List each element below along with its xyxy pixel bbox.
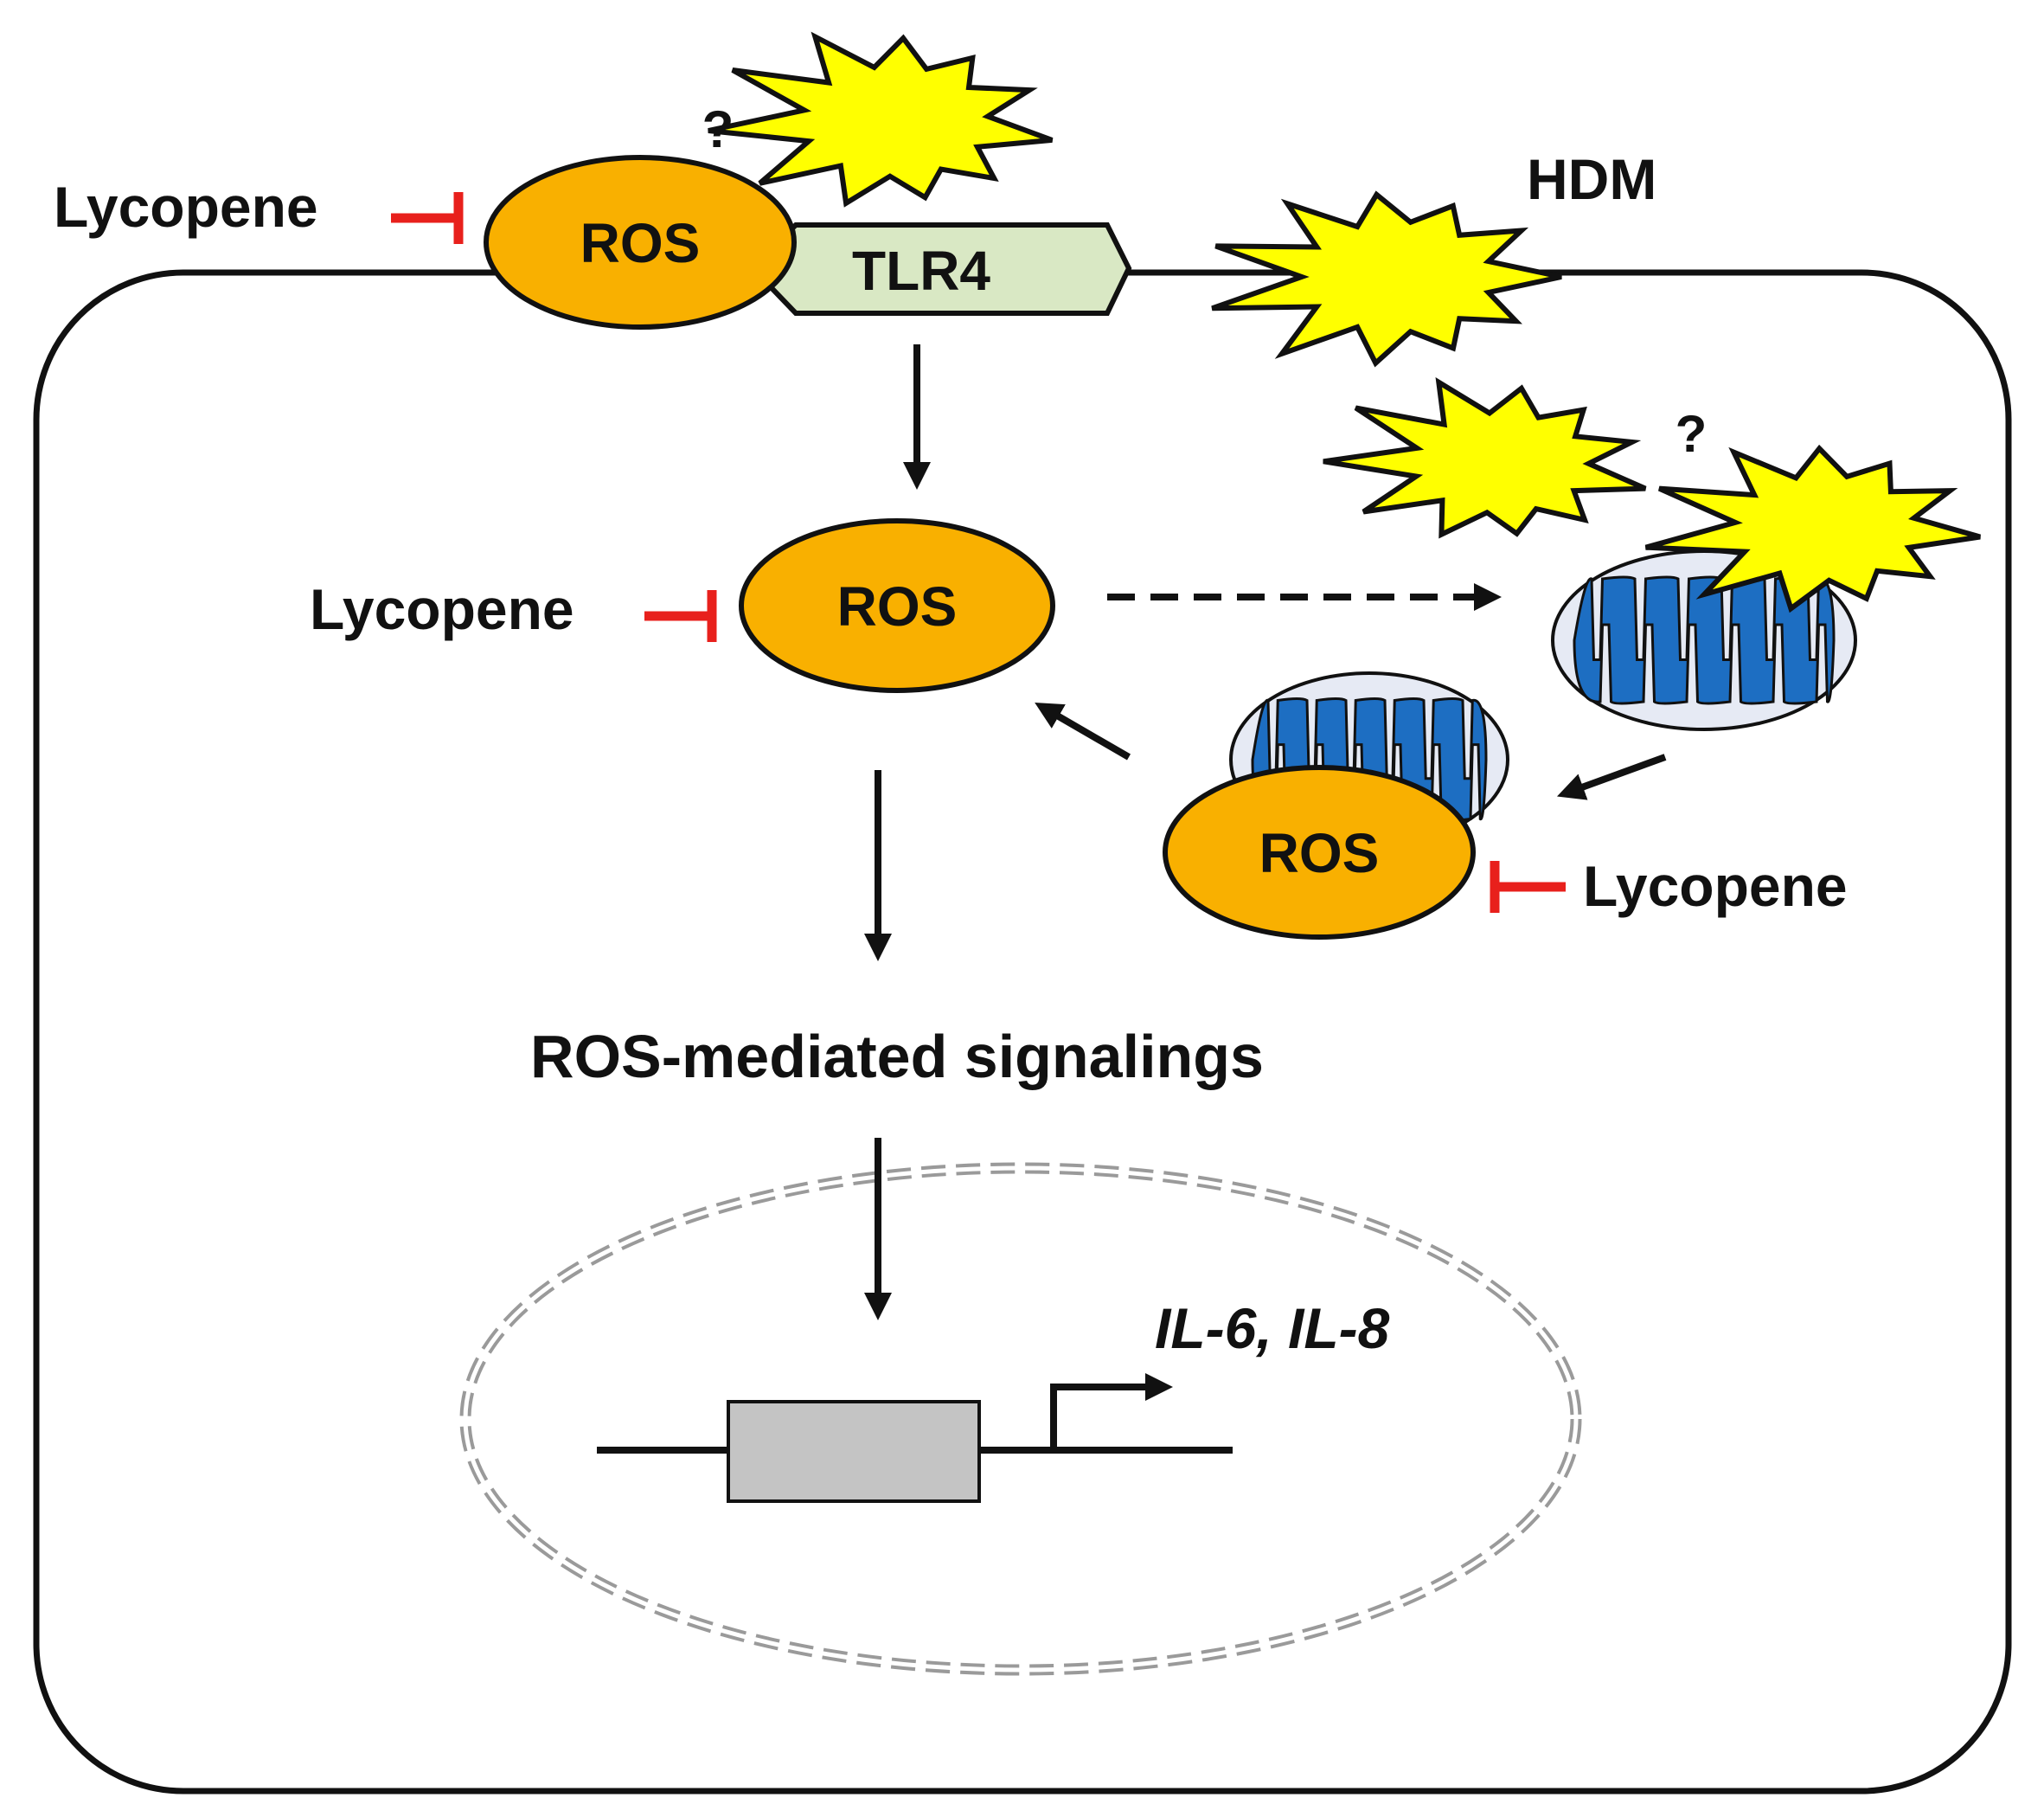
- inhibition-bar-top: [391, 192, 464, 244]
- ros-cytoplasm-label: ROS: [837, 575, 958, 638]
- question-mark-cytoplasm: ?: [1676, 405, 1708, 463]
- ros-mitochondrial-label: ROS: [1259, 822, 1380, 884]
- hdm-allergen-cytoplasm: [1323, 376, 1647, 539]
- ros-mitochondrial: [1163, 765, 1476, 940]
- hdm-allergen-top: [708, 31, 1054, 208]
- lycopene-label-right: Lycopene: [1583, 854, 1848, 918]
- hdm-allergen-membrane: [1211, 190, 1562, 368]
- gene-box: [727, 1400, 981, 1503]
- il6-il8-label: IL-6, IL-8: [1155, 1296, 1390, 1360]
- mitochondrion-upper: [1551, 549, 1857, 731]
- ros-mediated-signaling-label: ROS-mediated signalings: [530, 1023, 1264, 1090]
- ros-cytoplasm: [739, 518, 1055, 693]
- inhibition-bar-right: [1490, 861, 1566, 913]
- arrow-mitochondrion-to-ros: [1556, 754, 1667, 800]
- lycopene-label-top: Lycopene: [54, 175, 318, 239]
- question-mark-top: ?: [702, 100, 734, 158]
- hdm-allergen-mitochondrion: [1644, 444, 1981, 613]
- ros-membrane-label: ROS: [580, 212, 701, 274]
- hdm-label: HDM: [1527, 147, 1656, 211]
- transcription-start-arrow: [1050, 1373, 1173, 1450]
- lycopene-label-middle: Lycopene: [310, 577, 574, 641]
- arrow-mito-ros-to-ros: [1035, 702, 1131, 761]
- nucleus: [459, 1162, 1582, 1676]
- tlr4-label: TLR4: [852, 240, 990, 302]
- inhibition-bar-middle: [644, 590, 717, 642]
- ros-membrane: [484, 155, 797, 330]
